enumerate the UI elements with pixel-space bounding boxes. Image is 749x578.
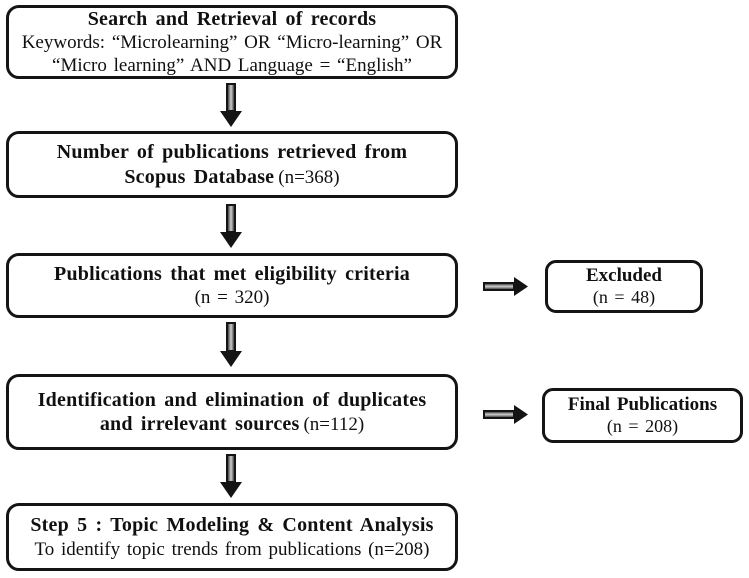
arrow-down-icon <box>218 454 244 499</box>
retrieved-line2: Scopus Database (n=368) <box>124 165 339 189</box>
final-count: (n = 208) <box>606 416 679 437</box>
dedup-count: (n=112) <box>303 414 365 435</box>
excluded-count: (n = 48) <box>592 287 656 308</box>
arrow-down-icon <box>218 204 244 249</box>
search-keywords-line2: “Micro learning” AND Language = “English… <box>52 55 412 77</box>
retrieved-count: (n=368) <box>278 166 340 188</box>
eligibility-count: (n = 320) <box>194 287 270 309</box>
step5-title: Step 5 : Topic Modeling & Content Analys… <box>30 514 434 537</box>
flow-box-eligibility: Publications that met eligibility criter… <box>6 253 458 318</box>
dedup-title-line2-text: and irrelevant sources <box>99 413 300 435</box>
arrow-right-icon <box>483 404 529 425</box>
arrow-down-icon <box>218 83 244 128</box>
flow-box-step5: Step 5 : Topic Modeling & Content Analys… <box>6 503 458 571</box>
flow-box-dedup: Identification and elimination of duplic… <box>6 374 458 450</box>
excluded-title: Excluded <box>585 264 663 286</box>
flow-box-retrieved: Number of publications retrieved from Sc… <box>6 131 458 198</box>
step5-subtitle: To identify topic trends from publicatio… <box>34 538 430 560</box>
eligibility-title: Publications that met eligibility criter… <box>54 262 410 285</box>
final-title: Final Publications <box>567 393 718 415</box>
search-keywords-line1: Keywords: “Microlearning” OR “Micro-lear… <box>21 32 443 54</box>
dedup-title-line1: Identification and elimination of duplic… <box>37 388 427 411</box>
flow-box-excluded: Excluded (n = 48) <box>545 260 703 313</box>
flow-box-final: Final Publications (n = 208) <box>542 388 743 443</box>
arrow-down-icon <box>218 322 244 368</box>
dedup-title-line2: and irrelevant sources (n=112) <box>100 412 364 436</box>
search-title: Search and Retrieval of records <box>87 7 377 30</box>
retrieved-source: Scopus Database <box>124 165 275 188</box>
flow-box-search: Search and Retrieval of records Keywords… <box>6 5 458 79</box>
arrow-right-icon <box>483 276 529 297</box>
retrieved-title: Number of publications retrieved from <box>56 141 408 164</box>
